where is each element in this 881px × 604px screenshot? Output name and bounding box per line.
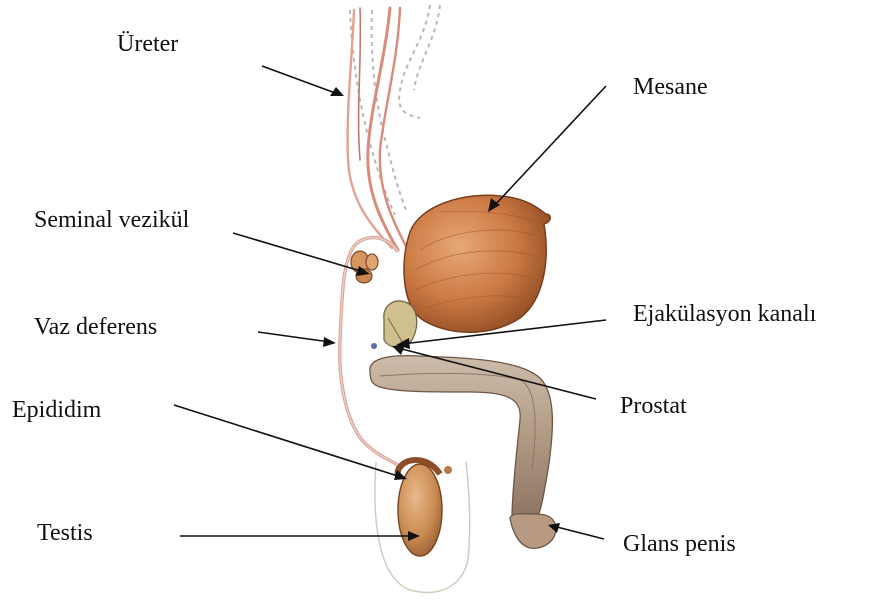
glans-shape xyxy=(510,514,556,549)
label-ejakulasyon-kanali: Ejakülasyon kanalı xyxy=(633,301,817,327)
testis-shape xyxy=(398,460,452,556)
label-epididim: Epididim xyxy=(12,397,102,423)
label-testis: Testis xyxy=(37,520,93,546)
label-prostat: Prostat xyxy=(620,393,687,419)
label-ureter: Üreter xyxy=(117,31,178,57)
ureter-vessels xyxy=(348,8,408,250)
prostate-shape xyxy=(371,301,417,349)
label-glans-penis: Glans penis xyxy=(623,531,736,557)
label-vaz-deferens: Vaz deferens xyxy=(34,314,157,340)
seminal-vesicle-shape xyxy=(351,251,378,283)
label-seminal-vezikul: Seminal vezikül xyxy=(34,207,190,233)
dashed-vessels xyxy=(350,5,440,215)
bladder-shape xyxy=(404,195,550,332)
label-mesane: Mesane xyxy=(633,74,708,100)
